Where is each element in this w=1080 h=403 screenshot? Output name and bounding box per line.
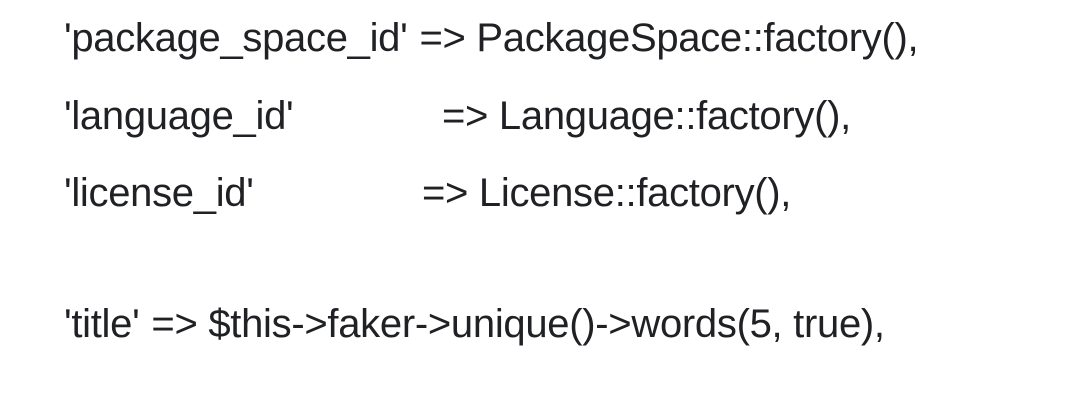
- array-key: 'package_space_id': [64, 16, 408, 60]
- code-line-title: 'title'=> $this->faker->unique()->words(…: [64, 300, 885, 348]
- array-key: 'license_id': [64, 171, 254, 215]
- array-value: => PackageSpace::factory(),: [419, 16, 919, 60]
- array-key: 'language_id': [64, 94, 294, 138]
- code-line-package-space-id: 'package_space_id'=> PackageSpace::facto…: [64, 14, 919, 62]
- code-line-language-id: 'language_id' => Language::factory(),: [64, 92, 851, 140]
- array-value: => Language::factory(),: [442, 94, 851, 138]
- array-value: => License::factory(),: [422, 171, 792, 215]
- code-line-license-id: 'license_id' => License::factory(),: [64, 169, 791, 217]
- array-value: => $this->faker->unique()->words(5, true…: [151, 302, 885, 346]
- array-key: 'title': [64, 302, 140, 346]
